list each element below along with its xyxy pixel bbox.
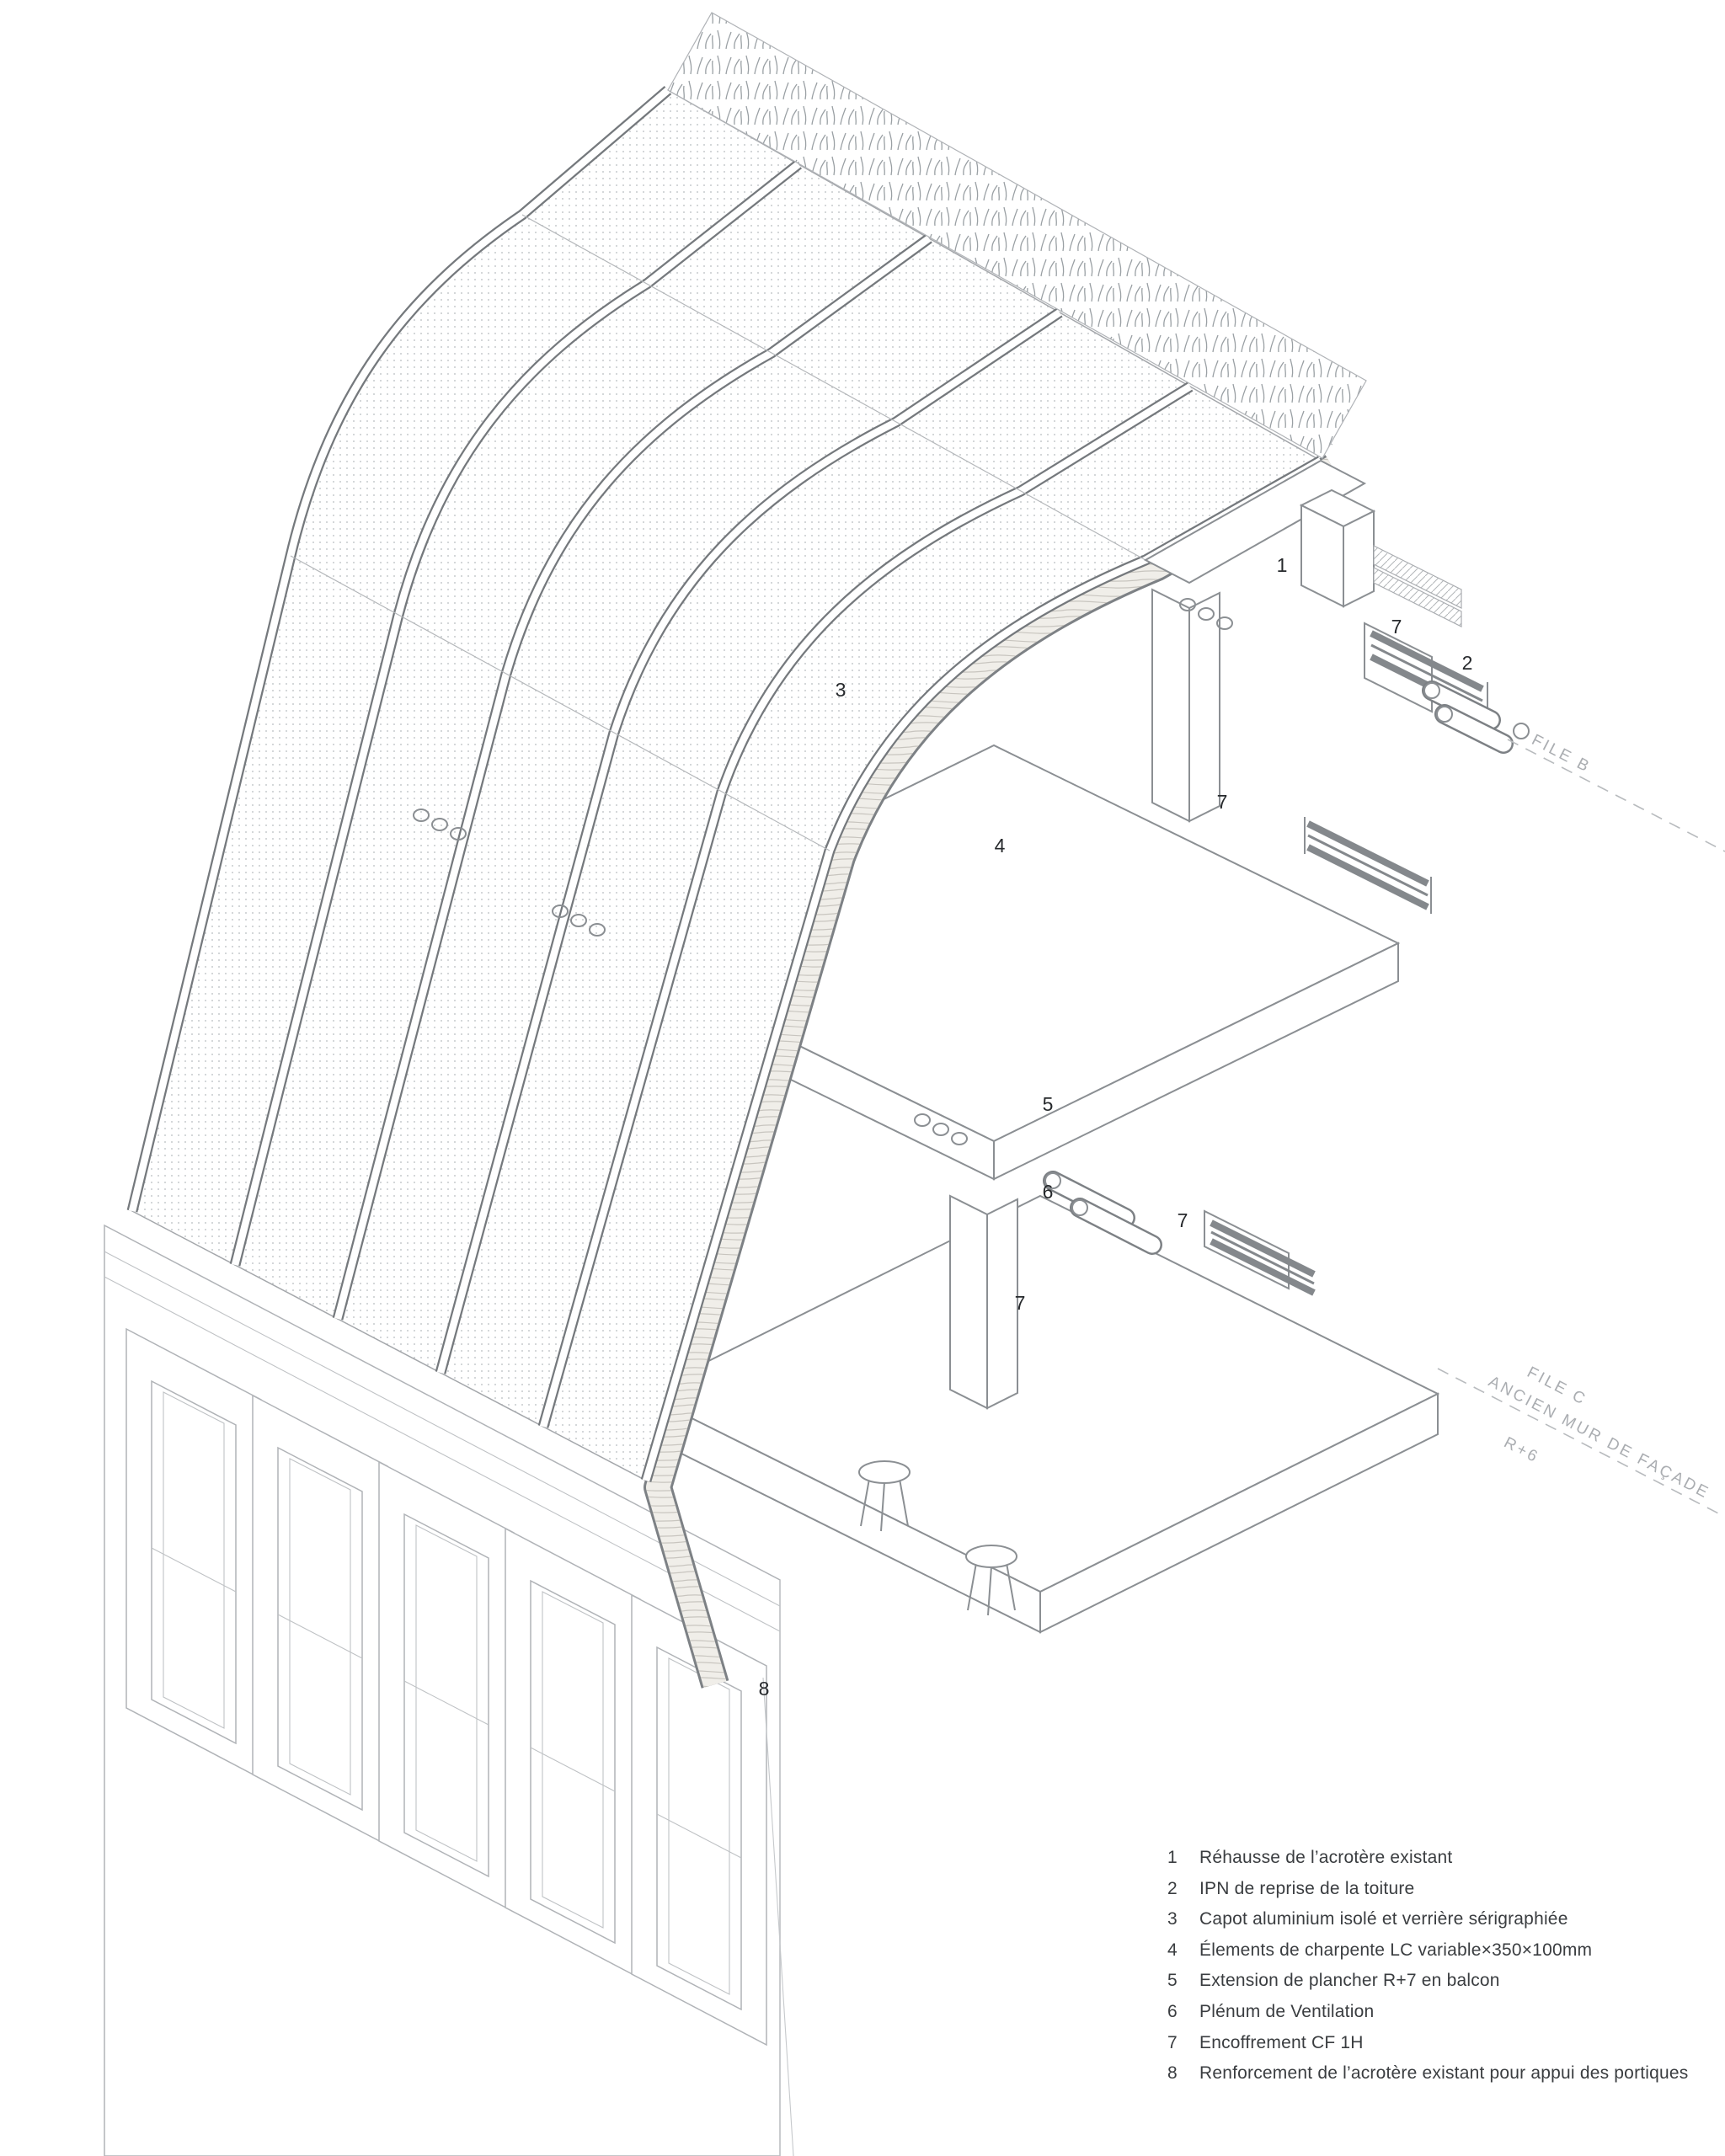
callouts: 1 7 2 3 7 4 5 6 7 7 8 — [759, 554, 1473, 1700]
legend-item: 1 Réhausse de l’acrotère existant — [1167, 1843, 1689, 1874]
parapet — [1299, 488, 1462, 627]
legend: 1 Réhausse de l’acrotère existant 2 IPN … — [1167, 1843, 1689, 2089]
facade-window — [126, 1327, 262, 1780]
legend-item-label: Encoffrement CF 1H — [1199, 2032, 1364, 2052]
existing-facade — [104, 1224, 781, 2156]
column-encoffrement-upper — [1151, 588, 1220, 823]
legend-item-number: 2 — [1167, 1878, 1178, 1898]
callout-6: 6 — [1043, 1181, 1054, 1203]
legend-item-label: Renforcement de l’acrotère existant pour… — [1199, 2063, 1689, 2084]
legend-item: 5 Extension de plancher R+7 en balcon — [1167, 1966, 1689, 1997]
legend-item-number: 5 — [1167, 1971, 1178, 1991]
callout-7-duct: 7 — [1178, 1209, 1188, 1231]
roof-purlin — [521, 214, 1146, 561]
legend-item-label: IPN de reprise de la toiture — [1199, 1878, 1415, 1898]
callout-3: 3 — [836, 679, 846, 701]
legend-item-number: 3 — [1167, 1909, 1178, 1929]
column-encoffrement-lower — [949, 1194, 1018, 1410]
callout-7-roof: 7 — [1391, 616, 1402, 638]
legend-item: 2 IPN de reprise de la toiture — [1167, 1874, 1689, 1905]
dowel-fixings — [413, 598, 1233, 1145]
reference-lines: FILE B FILE C ANCIEN MUR DE FAÇADE R+6 — [1437, 731, 1725, 1518]
green-roof — [667, 12, 1367, 459]
legend-item-number: 6 — [1167, 2001, 1178, 2021]
stool — [965, 1545, 1017, 1616]
timber-section-band — [644, 455, 1340, 1689]
facade-window — [378, 1460, 515, 1913]
r6-label: R+6 — [1501, 1434, 1542, 1467]
legend-item-label: Réhausse de l’acrotère existant — [1199, 1848, 1453, 1867]
legend-item-number: 4 — [1167, 1940, 1178, 1960]
facade-window — [252, 1394, 388, 1847]
glazed-roof — [126, 12, 1530, 2156]
legend-item: 4 Élements de charpente LC variable×350×… — [1167, 1935, 1689, 1967]
callout-7-lower-column: 7 — [1015, 1292, 1026, 1314]
ipn-beam — [1364, 622, 1488, 719]
legend-item: 8 Renforcement de l’acrotère existant po… — [1167, 2058, 1689, 2089]
encoffrement-duct — [1204, 1209, 1316, 1296]
floor-slab-lower — [640, 1194, 1440, 1634]
roof-purlin — [290, 555, 830, 851]
legend-item: 6 Plénum de Ventilation — [1167, 1997, 1689, 2028]
legend-item-label: Plénum de Ventilation — [1199, 2001, 1375, 2021]
callout-8: 8 — [759, 1678, 770, 1700]
legend-item-number: 1 — [1167, 1848, 1178, 1867]
eave-beam — [1143, 459, 1367, 584]
ventilation-plenum-ducts — [1043, 1171, 1162, 1255]
legend-item-label: Extension de plancher R+7 en balcon — [1199, 1971, 1500, 1991]
facade-window — [505, 1527, 641, 1980]
timber-dowels — [1422, 680, 1530, 754]
callout-4: 4 — [995, 835, 1006, 857]
stool — [858, 1460, 911, 1532]
reference-line-file-c — [1437, 1368, 1725, 1518]
legend-item-number: 8 — [1167, 2063, 1178, 2084]
legend-item-label: Élements de charpente LC variable×350×10… — [1199, 1940, 1593, 1960]
reference-line-file-b — [1507, 739, 1725, 852]
ancien-mur-label: ANCIEN MUR DE FAÇADE — [1486, 1373, 1713, 1502]
legend-item: 7 Encoffrement CF 1H — [1167, 2028, 1689, 2059]
legend-item-label: Capot aluminium isolé et verrière sérigr… — [1199, 1909, 1568, 1929]
legend-item: 3 Capot aluminium isolé et verrière séri… — [1167, 1904, 1689, 1935]
file-b-label: FILE B — [1529, 731, 1594, 776]
roof-ribs — [126, 86, 1324, 1482]
callout-1: 1 — [1277, 554, 1288, 576]
section-edge — [762, 1677, 794, 2156]
callout-2: 2 — [1462, 652, 1473, 674]
callout-7-upper-column: 7 — [1217, 791, 1228, 813]
callout-5: 5 — [1043, 1093, 1054, 1115]
steel-beam — [1304, 817, 1432, 914]
legend-item-number: 7 — [1167, 2032, 1178, 2052]
